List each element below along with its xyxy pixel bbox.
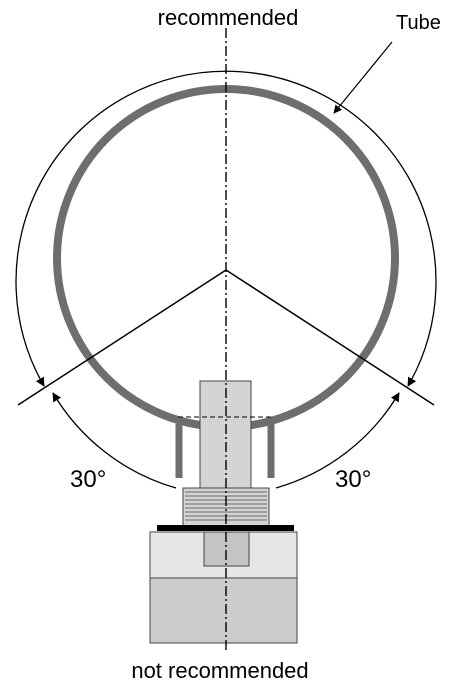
angle-arc-right — [275, 392, 400, 489]
angle-arc-left — [52, 392, 177, 489]
angle-boundary-lines — [17, 269, 435, 406]
label-angle-left: 30° — [70, 466, 106, 493]
tube-legs — [175, 424, 275, 478]
label-recommended: recommended — [158, 5, 299, 30]
label-angle-right: 30° — [335, 466, 371, 493]
label-tube: Tube — [396, 12, 441, 34]
label-not-recommended: not recommended — [131, 658, 308, 683]
tube-pointer-arrow — [333, 41, 393, 114]
base-lower — [149, 577, 298, 644]
